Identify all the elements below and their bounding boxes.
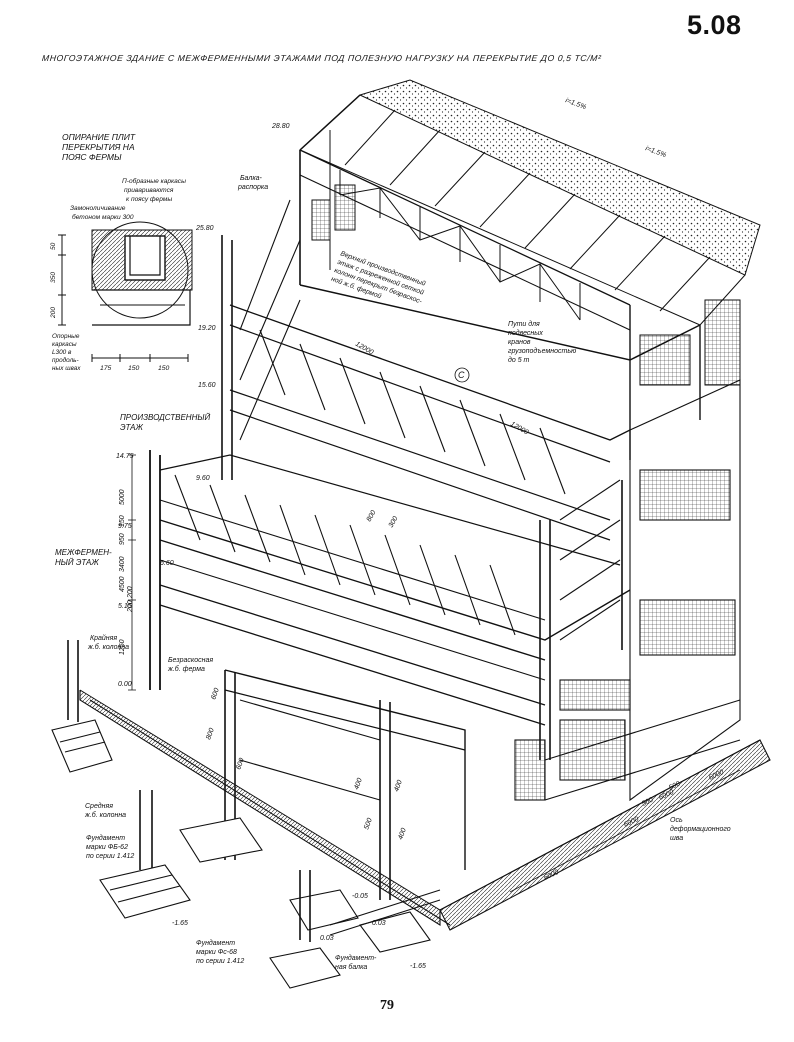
note-frames-2: привариваются: [124, 187, 174, 194]
label-edge-column-1: Крайняя: [90, 634, 117, 642]
label-crane-1: Пути для: [508, 320, 540, 328]
dim-600-b: 600: [235, 757, 246, 770]
note-frames-3: к поясу фермы: [126, 196, 172, 203]
label-foundation-fb-1: Фундамент: [86, 834, 125, 842]
dim-s500: 500: [641, 796, 655, 807]
elevation-0-00: 0.00: [118, 681, 132, 688]
elevation-9-60: 9.60: [196, 475, 210, 482]
elevation-5-15: 5.15: [118, 603, 132, 610]
elevation-0-03-b: 0.03: [372, 920, 386, 927]
note-support-5: ных швах: [52, 365, 81, 372]
dim-400-a: 400: [353, 777, 364, 790]
support-detail: [58, 221, 193, 362]
label-foundation-beam-1: Фундамент-: [335, 954, 377, 962]
main-frame: [149, 199, 741, 900]
label-crane-2: подвесных: [508, 329, 543, 337]
detail-title-line-2: ПЕРЕКРЫТИЯ НА: [62, 142, 135, 152]
axis-marker: С: [458, 370, 465, 380]
slope-2: i=1.5%: [644, 145, 667, 159]
detail-texts: ОПИРАНИЕ ПЛИТ ПЕРЕКРЫТИЯ НА ПОЯС ФЕРМЫ П…: [50, 132, 186, 372]
dim-span-2: 12000: [509, 421, 529, 437]
detail-dim-200: 200: [50, 307, 57, 319]
detail-dim-50: 50: [50, 242, 57, 250]
dim-400-b: 400: [393, 779, 404, 792]
dim-800: 800: [366, 509, 378, 523]
note-concrete-1: Замоноличивание: [70, 205, 126, 212]
elevation-14-75: 14.75: [116, 453, 134, 460]
elevation-25-80: 25.80: [195, 225, 214, 232]
detail-title-line-1: ОПИРАНИЕ ПЛИТ: [62, 132, 136, 142]
vdim-4500: 4500: [119, 576, 126, 592]
note-support-2: каркасы: [52, 341, 77, 348]
label-beam-strut-1: Балка-: [240, 175, 263, 182]
detail-dim-150a: 150: [128, 365, 140, 372]
detail-dim-175: 175: [100, 365, 112, 372]
page-number: 79: [380, 998, 394, 1013]
dim-300: 300: [388, 515, 400, 529]
label-foundation-fs-2: марки Фс-68: [196, 949, 237, 956]
vdim-3400: 3400: [119, 556, 126, 572]
elevation-9-75: 9.75: [118, 523, 132, 530]
vdim-950: 950: [119, 533, 126, 545]
dim-span-1: 12000: [354, 341, 374, 357]
dim-s500b: 500: [668, 780, 682, 791]
label-edge-column-2: ж.б. колонна: [87, 643, 129, 651]
elevation-15-60: 15.60: [198, 382, 216, 389]
vdim-200b: 200: [127, 600, 134, 613]
elevation-neg-1-65-a: -1.65: [172, 920, 188, 927]
elevation-neg-0-05: -0.05: [352, 893, 368, 900]
label-middle-column-2: ж.б. колонна: [84, 811, 126, 819]
label-foundation-fb-3: по серии 1.412: [86, 853, 134, 860]
elevation-19-20: 19.20: [198, 325, 216, 332]
dim-400-c: 400: [397, 827, 408, 840]
dim-800-b: 800: [205, 727, 216, 740]
label-deformation-axis-3: шва: [670, 835, 683, 842]
label-production-floor-1: ПРОИЗВОДСТВЕННЫЙ: [120, 413, 210, 422]
label-foundation-fb-2: марки ФБ-62: [86, 844, 128, 851]
elevation-28-80: 28.80: [271, 123, 290, 130]
label-middle-column-1: Средняя: [85, 802, 113, 810]
elevation-0-03-a: 0.03: [320, 935, 334, 942]
label-foundation-fs-3: по серии 1.412: [196, 958, 244, 965]
slope-1: i=1.5%: [564, 97, 587, 111]
label-foundation-beam-2: ная балка: [335, 963, 367, 971]
vdim-200a: 200: [127, 586, 134, 599]
label-crane-4: грузоподъемностью: [508, 347, 577, 355]
foundations: [51, 640, 771, 989]
label-truss-1: Безраскосная: [168, 657, 213, 664]
roof-structure: [299, 79, 761, 460]
label-deformation-axis-1: Ось: [670, 817, 683, 824]
label-interfarm-2: НЫЙ ЭТАЖ: [55, 558, 99, 567]
note-support-3: L300 в: [52, 349, 72, 356]
detail-dim-350: 350: [50, 272, 57, 283]
detail-dim-150b: 150: [158, 365, 170, 372]
label-production-floor-2: ЭТАЖ: [120, 423, 144, 432]
elevation-neg-1-65-b: -1.65: [410, 963, 426, 970]
vdim-150: 150: [119, 515, 126, 527]
vdim-5000: 5000: [119, 489, 126, 505]
label-foundation-fs-1: Фундамент: [196, 939, 235, 947]
label-crane-3: кранов: [508, 339, 531, 346]
elevation-6-60: 6.60: [160, 560, 174, 567]
note-support-1: Опорные: [52, 333, 80, 340]
note-concrete-2: бетоном марки 300: [72, 213, 134, 221]
note-support-4: продоль-: [52, 356, 79, 364]
label-deformation-axis-2: деформационного: [670, 825, 731, 833]
label-interfarm-1: МЕЖФЕРМЕН-: [55, 548, 112, 557]
note-frames-1: П-образные каркасы: [122, 177, 186, 185]
label-crane-5: до 5 т: [508, 356, 530, 364]
label-truss-2: ж.б. ферма: [167, 665, 205, 673]
dim-600-a: 600: [210, 687, 221, 700]
vdim-1250: 1250: [119, 639, 126, 655]
label-beam-strut-2: распорка: [237, 184, 268, 191]
detail-title-line-3: ПОЯС ФЕРМЫ: [62, 152, 122, 162]
sheet-number: 5.08: [687, 10, 742, 40]
dim-500: 500: [363, 817, 374, 830]
dimensions: 12000 12000 800 300 600 800 600 400 400 …: [119, 341, 741, 893]
